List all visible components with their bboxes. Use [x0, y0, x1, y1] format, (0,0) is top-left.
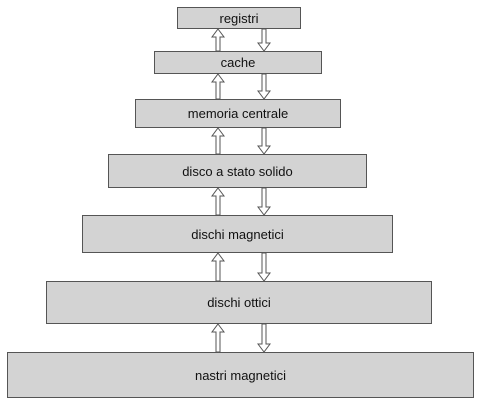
- level-registri: registri: [177, 7, 301, 29]
- level-label: cache: [220, 55, 256, 70]
- level-label: disco a stato solido: [182, 163, 293, 179]
- up-arrow-icon: [211, 187, 225, 216]
- level-label: dischi ottici: [207, 295, 271, 310]
- level-disco-stato-solido: disco a stato solido: [108, 154, 367, 188]
- up-arrow-icon: [211, 323, 225, 353]
- level-dischi-ottici: dischi ottici: [46, 281, 432, 324]
- down-arrow-icon: [257, 252, 271, 282]
- up-arrow-icon: [211, 73, 225, 100]
- level-label: registri: [219, 10, 259, 26]
- level-label: dischi magnetici: [191, 226, 284, 242]
- level-label: memoria centrale: [187, 106, 289, 121]
- up-arrow-icon: [211, 252, 225, 282]
- level-cache: cache: [154, 51, 322, 74]
- down-arrow-icon: [257, 28, 271, 52]
- up-arrow-icon: [211, 28, 225, 52]
- down-arrow-icon: [257, 127, 271, 155]
- down-arrow-icon: [257, 73, 271, 100]
- level-nastri-magnetici: nastri magnetici: [7, 352, 474, 398]
- level-dischi-magnetici: dischi magnetici: [82, 215, 393, 253]
- level-label: nastri magnetici: [194, 367, 287, 383]
- down-arrow-icon: [257, 323, 271, 353]
- up-arrow-icon: [211, 127, 225, 155]
- down-arrow-icon: [257, 187, 271, 216]
- level-memoria-centrale: memoria centrale: [135, 99, 341, 128]
